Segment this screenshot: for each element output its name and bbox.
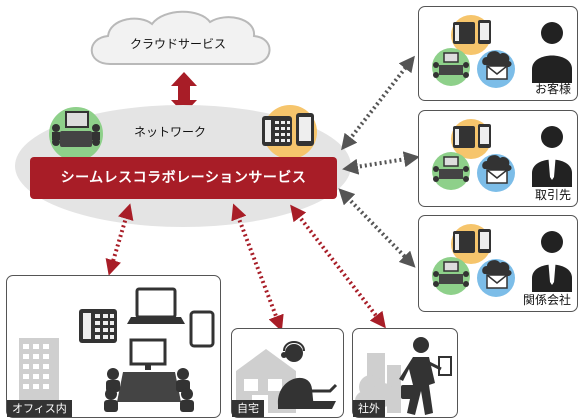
cloud-label: クラウドサービス bbox=[130, 37, 227, 51]
supplier-link-arrow bbox=[342, 151, 420, 175]
location-tag-office: オフィス内 bbox=[7, 400, 72, 417]
cloud-shape bbox=[90, 10, 271, 65]
network-label: ネットワーク bbox=[134, 125, 207, 139]
home-icons bbox=[236, 341, 338, 413]
location-tag-home: 自宅 bbox=[232, 400, 264, 417]
cloud-network-arrow bbox=[171, 72, 197, 114]
partner-label: 取引先 bbox=[534, 188, 571, 202]
location-box-outside: 社外 bbox=[352, 328, 458, 418]
tablet-icon bbox=[189, 310, 215, 348]
location-tag-outside: 社外 bbox=[353, 400, 385, 417]
affiliate-link-arrow bbox=[338, 188, 416, 268]
headset-worker-icon bbox=[277, 341, 338, 409]
home-link-arrow bbox=[231, 203, 284, 332]
partner-icons bbox=[432, 119, 572, 192]
outside-link-arrow bbox=[290, 204, 386, 329]
partner-icons bbox=[432, 224, 572, 297]
service-banner: シームレスコラボレーションサービス bbox=[30, 157, 337, 199]
partner-label: お客様 bbox=[534, 82, 571, 96]
building-icon bbox=[19, 338, 59, 404]
laptop-icon bbox=[127, 287, 185, 324]
partner-box-affiliate: 関係会社 bbox=[418, 215, 578, 312]
partner-box-supplier: 取引先 bbox=[418, 110, 578, 207]
partner-label: 関係会社 bbox=[522, 293, 571, 307]
partner-box-customer: お客様 bbox=[418, 6, 578, 101]
meeting-icon bbox=[52, 111, 100, 147]
meeting-table-icon bbox=[104, 338, 194, 412]
walking-businessman-icon bbox=[399, 337, 452, 415]
desk-phone-icon bbox=[79, 309, 117, 343]
office-icons bbox=[19, 287, 215, 412]
partner-icons bbox=[432, 15, 572, 88]
location-box-home: 自宅 bbox=[231, 328, 344, 418]
location-box-office: オフィス内 bbox=[6, 275, 221, 418]
customer-link-arrow bbox=[341, 55, 415, 151]
phone-icon bbox=[262, 113, 314, 146]
